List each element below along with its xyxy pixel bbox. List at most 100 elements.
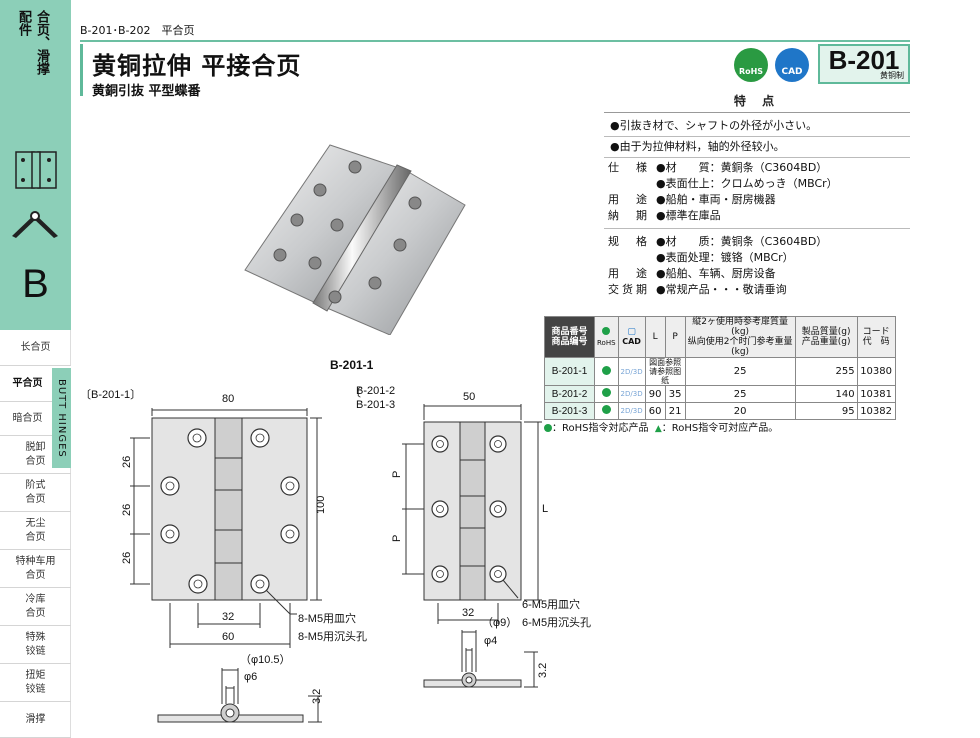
rohs-dot-icon <box>601 365 611 375</box>
sidebar-item-liftoff-hinge[interactable]: 脱卸合页 <box>0 436 71 474</box>
spec-row: 规 格●材 质：黄铜条（C3604BD） <box>608 235 828 248</box>
hole-note-jp: 8-M5用皿穴 <box>298 611 356 625</box>
rohs-dot-icon <box>601 388 611 397</box>
title-rule <box>80 40 910 42</box>
sidebar-item-label: 阶式 <box>25 479 46 491</box>
sidebar-category-panel: 配件 合页、滑撑 B <box>0 0 71 330</box>
dim-diameter: （φ9） <box>482 616 517 629</box>
cell-cad[interactable]: 2D/3D <box>617 357 646 386</box>
cell-cad[interactable]: 2D/3D <box>617 402 646 420</box>
spec-divider <box>604 228 910 229</box>
sidebar-item-label: 铰链 <box>25 683 46 695</box>
col-header-mass: 製品質量(g)产品重量(g) <box>794 316 858 358</box>
technical-drawings: 〔B-201-1〕 80 100 26 26 26 32 60 8-M5用皿穴 … <box>80 385 591 723</box>
title-accent-bar <box>80 44 83 96</box>
col-header-load: 縦2ヶ使用時参考扉質量(kg)纵向使用2个时门参考重量(kg) <box>684 316 796 358</box>
spec-row: 用 途●船舶、车辆、厨房设备 <box>608 267 776 280</box>
dim-pitch: 26 <box>121 504 133 516</box>
sidebar-item-coldstore-hinge[interactable]: 冷库合页 <box>0 588 71 626</box>
feature-line: ●由于为拉伸材料，轴的外径较小。 <box>604 135 910 158</box>
sidebar-item-label: 特种车用 <box>15 555 56 567</box>
sidebar-item-torque-hinge[interactable]: 扭矩铰链 <box>0 664 71 702</box>
drawing2-tag: B-201-2 <box>356 385 395 397</box>
sidebar-item-special-hinge[interactable]: 特殊铰链 <box>0 626 71 664</box>
rohs-badge: RoHS <box>734 48 768 82</box>
dim-32: 32 <box>462 607 474 619</box>
col-header-code2: コード代 码 <box>856 316 896 358</box>
page-subtitle: 黄銅引抜 平型蝶番 <box>92 84 201 99</box>
cell-load: 25 <box>684 357 796 386</box>
cell-code: B-201-3 <box>544 402 595 420</box>
cell-P: 21 <box>664 402 686 420</box>
photo-caption: B-201-1 <box>330 358 374 372</box>
spec-row: ●表面仕上：クロムめっき（MBCr） <box>656 177 838 190</box>
dim-P: P <box>391 471 403 478</box>
model-number-box: B-201 黄铜制 <box>818 44 910 84</box>
dim-60: 60 <box>222 631 234 643</box>
sidebar-item-label: 平合页 <box>12 377 43 389</box>
dim-L: L <box>542 503 548 515</box>
cell-cad[interactable]: 2D/3D <box>617 385 646 403</box>
legend-text: ：RoHS指令可対应产品。 <box>661 423 779 434</box>
dim-thickness: 3.2 <box>311 689 323 704</box>
dim-pitch: 26 <box>121 552 133 564</box>
dim-width: 80 <box>222 393 234 405</box>
spec-row: 用 途●船舶・車両・厨房機器 <box>608 193 776 206</box>
rohs-dot-icon <box>544 424 552 432</box>
features-heading: 特 点 <box>604 92 910 113</box>
cell-code2: 10380 <box>856 357 896 386</box>
sidebar-item-label: 铰链 <box>25 645 46 657</box>
sidebar-item-label: 合页 <box>25 531 46 543</box>
sidebar-category-label: 配件 合页、滑撑 <box>8 10 63 100</box>
hinge-open-icon <box>12 211 58 238</box>
hole-note-jp: 6-M5用皿穴 <box>522 597 580 611</box>
cell-code2: 10382 <box>856 402 896 420</box>
sidebar-item-label: 扭矩 <box>25 669 46 681</box>
col-header-P: P <box>664 316 686 358</box>
dim-diameter: φ6 <box>244 671 257 683</box>
model-material: 黄铜制 <box>880 71 904 80</box>
sidebar-item-label: 长合页 <box>20 341 51 353</box>
rohs-triangle-icon: ▲ <box>654 424 662 434</box>
hole-note-cn: 6-M5用沉头孔 <box>522 616 591 629</box>
cad-file-icon: ▢ <box>627 327 636 337</box>
sidebar-item-label: 特殊 <box>25 631 46 643</box>
sidebar-item-friction-stay[interactable]: 滑撑 <box>0 702 71 738</box>
model-code: B-201 <box>828 45 900 75</box>
cell-ref: 図面参照请参照图纸 <box>644 357 686 386</box>
cell-L: 60 <box>644 402 666 420</box>
sidebar-item-label: 暗合页 <box>12 412 43 424</box>
feature-line: ●引抜き材で、シャフトの外径が小さい。 <box>604 114 910 137</box>
cell-code: B-201-1 <box>544 357 595 386</box>
rohs-leaf-icon <box>602 326 611 335</box>
sidebar-item-label: 合页 <box>25 569 46 581</box>
dim-32: 32 <box>222 611 234 623</box>
sidebar-item-cleanroom-hinge[interactable]: 无尘合页 <box>0 512 71 550</box>
sidebar-item-long-hinge[interactable]: 长合页 <box>0 330 71 366</box>
cell-load: 25 <box>684 385 796 403</box>
spec-row: ●表面处理：镀铬（MBCr） <box>656 251 794 264</box>
sidebar-item-step-hinge[interactable]: 阶式合页 <box>0 474 71 512</box>
drawing2-tag: B-201-3 <box>356 399 395 411</box>
cell-code: B-201-2 <box>544 385 595 403</box>
sidebar-item-label: 滑撑 <box>25 713 46 725</box>
sidebar-item-label: 合页 <box>25 607 46 619</box>
sidebar-item-vehicle-hinge[interactable]: 特种车用合页 <box>0 550 71 588</box>
dim-diameter: φ4 <box>484 635 497 647</box>
table-row: B-201-3 2D/3D 60 21 20 95 10382 <box>544 402 896 420</box>
col-header-L: L <box>644 316 666 358</box>
drawing1-tag: 〔B-201-1〕 <box>80 388 141 401</box>
dim-thickness: 3.2 <box>537 663 549 678</box>
sidebar-item-label: 合页 <box>25 455 46 467</box>
col-header-code: 商品番号商品编号 <box>544 316 595 358</box>
product-photo <box>244 144 466 335</box>
drawing2-tag: 〔 <box>350 386 361 399</box>
rohs-badge-label: RoHS <box>738 67 764 76</box>
sidebar-item-label: 冷库 <box>25 593 46 605</box>
sidebar-item-concealed-hinge[interactable]: 暗合页 <box>0 402 71 436</box>
sidebar-item-label: 合页 <box>25 493 46 505</box>
category-text: 配件 <box>16 10 31 36</box>
spec-row: 交货期●常规产品・・・敬请垂询 <box>608 283 787 296</box>
sidebar-vertical-label: BUTT HINGES <box>52 368 71 468</box>
dim-P: P <box>391 535 403 542</box>
